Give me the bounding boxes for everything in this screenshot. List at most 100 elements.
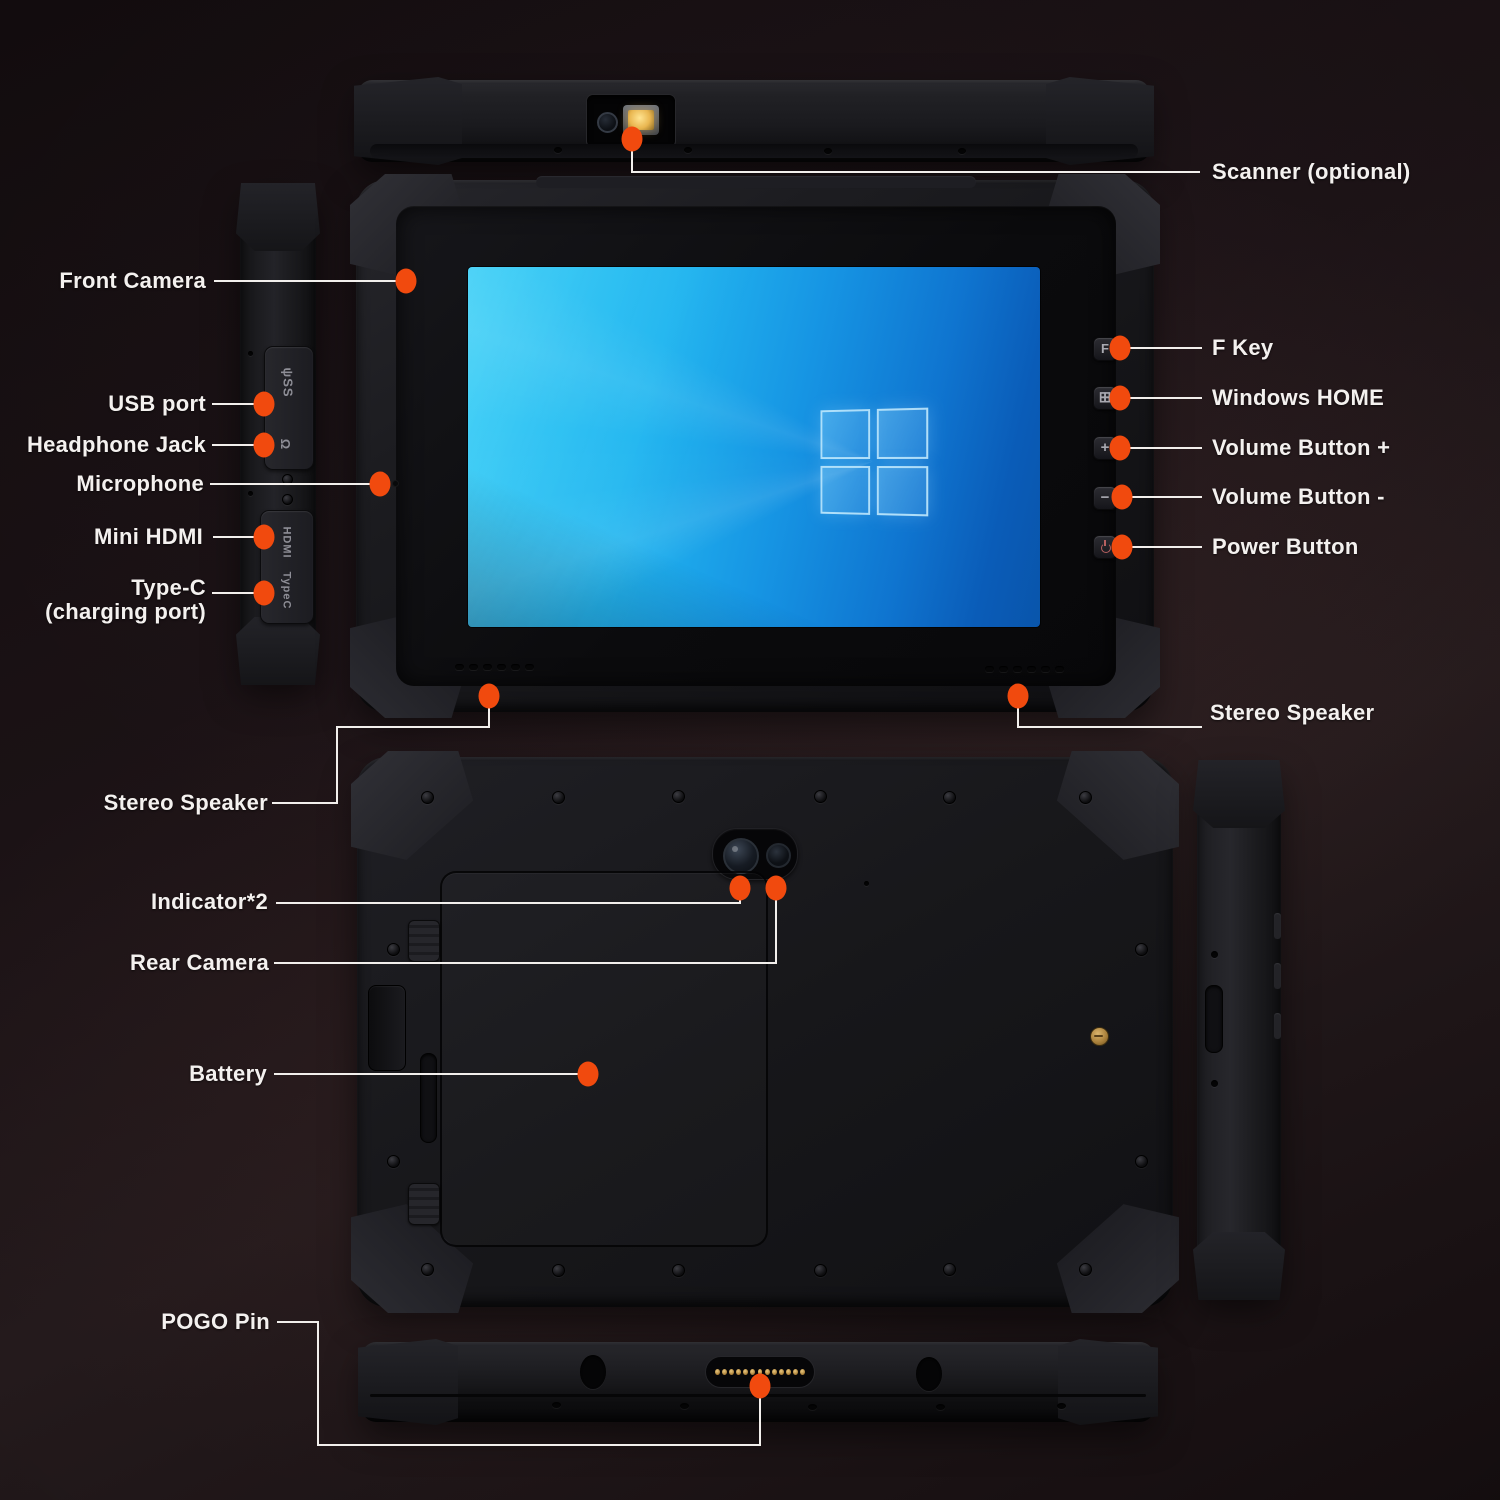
f-key-button[interactable]: F bbox=[1093, 337, 1117, 361]
back-screw bbox=[1079, 791, 1092, 804]
screw-hole bbox=[552, 1402, 561, 1408]
label-rear-camera: Rear Camera bbox=[129, 950, 269, 975]
rear-mic-hole bbox=[864, 881, 869, 886]
label-scanner: Scanner (optional) bbox=[1212, 159, 1411, 184]
side-hole bbox=[1211, 951, 1218, 958]
screw-hole bbox=[958, 148, 966, 154]
pogo-pin-contact bbox=[785, 1369, 791, 1375]
pogo-pin-contact bbox=[757, 1369, 763, 1375]
right-edge-top-bumper bbox=[1193, 760, 1285, 828]
back-screw bbox=[421, 1263, 434, 1276]
dock-guide-hole bbox=[580, 1355, 606, 1389]
screw-hole bbox=[808, 1404, 817, 1410]
usb-headphone-port-cover[interactable]: ψSS Ω bbox=[264, 346, 314, 470]
label-stereo-speaker-left: Stereo Speaker bbox=[103, 790, 268, 815]
front-top-antenna-hump bbox=[536, 176, 976, 188]
label-stereo-speaker-right: Stereo Speaker bbox=[1210, 700, 1375, 725]
label-microphone: Microphone bbox=[76, 471, 204, 496]
typec-cover-label: TypeC bbox=[280, 571, 293, 610]
side-button-bump bbox=[1274, 1013, 1281, 1039]
label-battery: Battery bbox=[189, 1061, 267, 1086]
speaker-slot bbox=[455, 664, 464, 670]
speaker-slot bbox=[1013, 666, 1022, 672]
speaker-slot bbox=[483, 664, 492, 670]
left-edge-bottom-bumper bbox=[236, 617, 320, 685]
screw-hole bbox=[680, 1403, 689, 1409]
back-screw bbox=[814, 790, 827, 803]
speaker-slot bbox=[999, 666, 1008, 672]
hdmi-cover-label: HDMI bbox=[280, 526, 293, 559]
headphone-jack-icon: Ω bbox=[278, 438, 294, 451]
screw-hole bbox=[684, 147, 692, 153]
side-hole bbox=[248, 491, 253, 496]
pogo-pin-contact bbox=[743, 1369, 749, 1375]
scanner-glass-icon bbox=[628, 110, 654, 130]
battery-latch-bottom[interactable] bbox=[408, 1183, 440, 1225]
tablet-screen[interactable] bbox=[468, 267, 1040, 627]
label-f-key: F Key bbox=[1212, 335, 1274, 360]
stylus-slot bbox=[420, 1053, 437, 1143]
speaker-slot bbox=[985, 666, 994, 672]
label-front-camera: Front Camera bbox=[59, 268, 206, 293]
battery-latch-top[interactable] bbox=[408, 920, 440, 962]
volume-down-button[interactable]: − bbox=[1093, 486, 1117, 510]
stereo-speaker-left-grille bbox=[455, 664, 534, 670]
pogo-pin-contact bbox=[722, 1369, 727, 1375]
stereo-speaker-right-grille bbox=[985, 666, 1064, 672]
rear-camera-module bbox=[712, 828, 798, 880]
back-screw bbox=[1079, 1263, 1092, 1276]
speaker-slot bbox=[1055, 666, 1064, 672]
back-screw bbox=[552, 791, 565, 804]
power-button[interactable] bbox=[1093, 535, 1117, 559]
left-edge-view: ψSS Ω HDMI TypeC bbox=[236, 183, 320, 685]
speaker-slot bbox=[497, 664, 506, 670]
back-screw bbox=[387, 1155, 400, 1168]
battery-door[interactable] bbox=[440, 871, 768, 1247]
back-screw bbox=[672, 1264, 685, 1277]
cover-screw bbox=[282, 494, 293, 505]
speaker-slot bbox=[1041, 666, 1050, 672]
gold-dock-screw bbox=[1090, 1027, 1109, 1046]
left-edge-top-bumper bbox=[236, 183, 320, 251]
bottom-edge-left-bumper bbox=[358, 1339, 458, 1425]
front-view: F ⊞ + − bbox=[350, 174, 1160, 718]
pogo-pin-contact bbox=[714, 1369, 720, 1375]
wallpaper-light-rays bbox=[468, 267, 1040, 627]
label-power-button: Power Button bbox=[1212, 534, 1359, 559]
windows-home-button[interactable]: ⊞ bbox=[1093, 386, 1117, 410]
power-symbol-icon bbox=[1100, 540, 1111, 553]
screw-hole bbox=[1057, 1403, 1066, 1409]
pogo-pin-contact bbox=[736, 1369, 742, 1375]
back-screw bbox=[1135, 1155, 1148, 1168]
side-latch-slot bbox=[1205, 985, 1223, 1053]
back-screw bbox=[387, 943, 400, 956]
side-button-bump bbox=[1274, 963, 1281, 989]
scanner-aperture bbox=[623, 105, 659, 135]
pogo-pin-contact bbox=[750, 1369, 756, 1375]
label-mini-hdmi: Mini HDMI bbox=[93, 524, 203, 549]
label-headphone-jack: Headphone Jack bbox=[26, 432, 206, 457]
screw-hole bbox=[936, 1404, 945, 1410]
back-view bbox=[351, 751, 1179, 1313]
screw-hole bbox=[824, 148, 832, 154]
pogo-pin-contact bbox=[764, 1369, 770, 1375]
speaker-slot bbox=[1027, 666, 1036, 672]
speaker-slot bbox=[525, 664, 534, 670]
label-usb-port: USB port bbox=[108, 391, 206, 416]
volume-up-button[interactable]: + bbox=[1093, 436, 1117, 460]
right-edge-bottom-bumper bbox=[1193, 1232, 1285, 1300]
label-indicator: Indicator*2 bbox=[151, 889, 268, 914]
speaker-slot bbox=[469, 664, 478, 670]
top-edge-lip bbox=[370, 144, 1138, 158]
hdmi-typec-port-cover[interactable]: HDMI TypeC bbox=[260, 510, 314, 624]
bottom-edge-right-bumper bbox=[1058, 1339, 1158, 1425]
pogo-pin-contact bbox=[800, 1369, 806, 1375]
pogo-pin-contact bbox=[793, 1369, 798, 1375]
right-edge-view bbox=[1193, 760, 1285, 1300]
pogo-pin-connector[interactable] bbox=[705, 1356, 815, 1388]
rear-camera-lens-icon bbox=[766, 843, 791, 868]
side-button-bump bbox=[1274, 913, 1281, 939]
screen-glare bbox=[468, 267, 1040, 627]
back-screw bbox=[943, 1263, 956, 1276]
